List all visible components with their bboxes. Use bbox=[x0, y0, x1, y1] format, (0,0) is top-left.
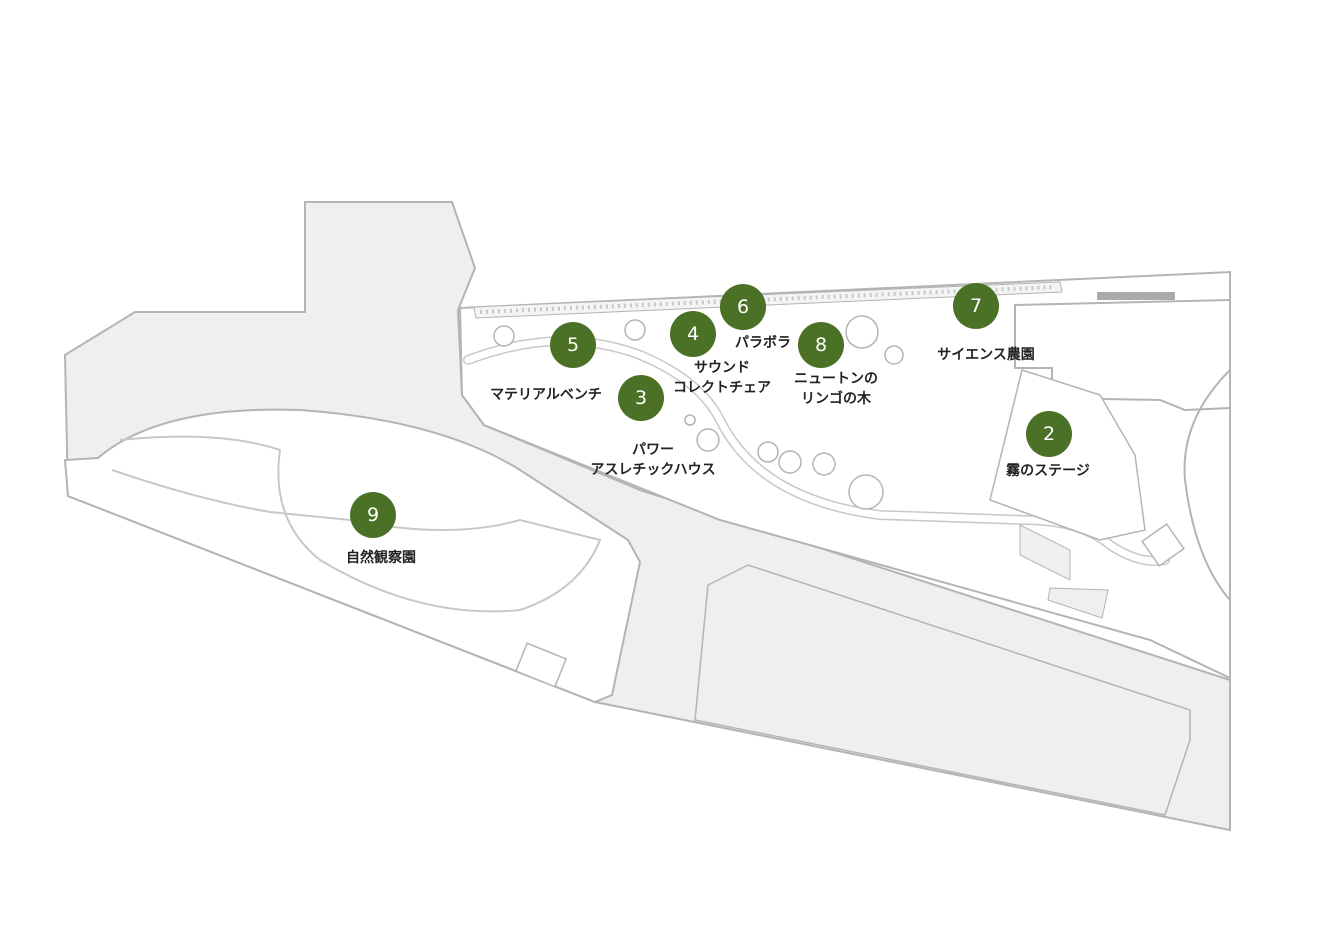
marker-spot-2[interactable]: 2 bbox=[1026, 411, 1072, 457]
parking-1 bbox=[1019, 524, 1071, 581]
parking-2 bbox=[1047, 587, 1109, 619]
marker-spot-5[interactable]: 5 bbox=[550, 322, 596, 368]
lower-lot bbox=[694, 564, 1191, 816]
small-structure bbox=[514, 642, 568, 688]
label-spot-8: ニュートンの リンゴの木 bbox=[794, 371, 878, 407]
label-spot-9: 自然観察園 bbox=[346, 550, 416, 566]
label-spot-5: マテリアルベンチ bbox=[490, 387, 602, 403]
nature-trail bbox=[111, 435, 602, 613]
marker-spot-4[interactable]: 4 bbox=[670, 311, 716, 357]
stage-circle bbox=[1183, 369, 1231, 601]
building-outline bbox=[1014, 298, 1231, 412]
label-spot-3: パワー アスレチックハウス bbox=[590, 442, 716, 478]
marker-spot-6[interactable]: 6 bbox=[720, 284, 766, 330]
trees bbox=[493, 315, 904, 510]
nature-garden-white bbox=[63, 408, 642, 704]
marker-spot-7[interactable]: 7 bbox=[953, 283, 999, 329]
label-spot-2: 霧のステージ bbox=[1006, 463, 1090, 479]
marker-spot-9[interactable]: 9 bbox=[350, 492, 396, 538]
walk-path-inner bbox=[464, 337, 1169, 565]
building-roof-bar bbox=[1097, 292, 1175, 300]
stage-area bbox=[989, 369, 1146, 541]
marker-spot-3[interactable]: 3 bbox=[618, 375, 664, 421]
stage-gate bbox=[1141, 523, 1185, 567]
label-spot-4: サウンド コレクトチェア bbox=[673, 360, 771, 396]
label-spot-7: サイエンス農園 bbox=[937, 347, 1035, 363]
label-spot-6: パラボラ bbox=[735, 335, 791, 351]
marker-spot-8[interactable]: 8 bbox=[798, 322, 844, 368]
